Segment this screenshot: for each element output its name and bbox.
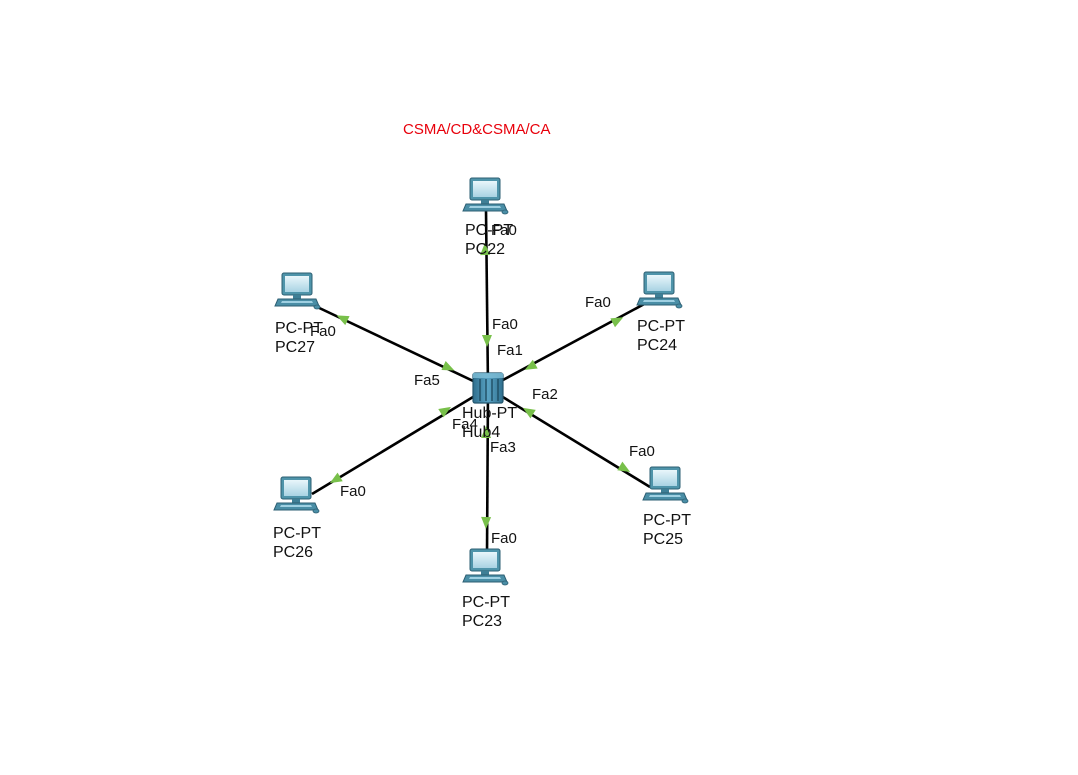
port-label-pc26: Fa0 xyxy=(340,483,366,500)
link-light-pc26-hub-end xyxy=(438,406,452,418)
link-light-pc22-hub-end xyxy=(481,334,492,347)
device-label-pc25: PC-PT PC25 xyxy=(643,511,691,549)
device-name: Hub4 xyxy=(462,424,501,441)
device-name: PC24 xyxy=(637,337,678,354)
pc-icon-pc24[interactable] xyxy=(636,271,683,309)
device-name: PC25 xyxy=(643,531,684,548)
link-pc24[interactable] xyxy=(487,300,649,390)
device-label-pc22: PC-PT PC22 xyxy=(465,221,513,259)
port-label-hub-pc25: Fa2 xyxy=(532,386,558,403)
link-light-pc25-pc-end xyxy=(617,461,631,473)
link-light-pc27-pc-end xyxy=(336,315,350,326)
device-label-pc23: PC-PT PC23 xyxy=(462,593,510,631)
link-light-pc24-pc-end xyxy=(610,317,624,328)
link-light-pc23-hub-end xyxy=(481,426,492,439)
link-pc23[interactable] xyxy=(485,387,490,556)
title-note: CSMA/CD&CSMA/CA xyxy=(403,121,551,138)
device-label-hub: Hub-PT Hub4 xyxy=(462,404,517,442)
link-pc22[interactable] xyxy=(484,209,490,389)
port-label-pc22: Fa0 xyxy=(491,222,517,239)
device-model: PC-PT xyxy=(643,512,691,529)
pc-icon-pc26[interactable] xyxy=(273,476,320,514)
link-light-pc22-pc-end xyxy=(480,243,491,256)
port-label-hub-pc22: Fa0 xyxy=(492,316,518,333)
device-model: PC-PT xyxy=(465,222,513,239)
device-model: PC-PT xyxy=(637,318,685,335)
device-name: PC22 xyxy=(465,241,506,258)
device-model: PC-PT xyxy=(275,320,323,337)
device-model: PC-PT xyxy=(462,594,510,611)
link-pc26[interactable] xyxy=(311,386,489,496)
pc-icon-pc23[interactable] xyxy=(462,548,509,586)
port-label-pc24: Fa0 xyxy=(585,294,611,311)
device-name: PC26 xyxy=(273,544,314,561)
device-label-pc24: PC-PT PC24 xyxy=(637,317,685,355)
port-label-hub-pc23: Fa3 xyxy=(490,439,516,456)
pc-icon-pc22[interactable] xyxy=(462,177,509,215)
link-light-pc25-hub-end xyxy=(522,407,536,419)
link-light-pc24-hub-end xyxy=(524,359,538,370)
link-light-layer xyxy=(329,243,631,529)
link-light-pc27-hub-end xyxy=(441,360,455,371)
port-label-pc27: Fa0 xyxy=(310,323,336,340)
device-name: PC23 xyxy=(462,613,503,630)
device-layer xyxy=(273,177,689,586)
device-model: PC-PT xyxy=(273,525,321,542)
port-label-hub-pc24: Fa1 xyxy=(497,342,523,359)
hub-icon[interactable] xyxy=(472,372,504,404)
port-label-hub-pc26: Fa4 xyxy=(452,416,478,433)
device-label-pc27: PC-PT PC27 xyxy=(275,319,323,357)
device-name: PC27 xyxy=(275,339,316,356)
device-model: Hub-PT xyxy=(462,405,518,422)
pc-icon-pc27[interactable] xyxy=(274,272,321,310)
port-label-hub-pc27: Fa5 xyxy=(414,372,440,389)
port-label-pc25: Fa0 xyxy=(629,443,655,460)
port-label-pc23: Fa0 xyxy=(491,530,517,547)
link-light-pc26-pc-end xyxy=(329,472,343,484)
pc-icon-pc25[interactable] xyxy=(642,466,689,504)
link-light-pc23-pc-end xyxy=(481,516,492,529)
device-label-pc26: PC-PT PC26 xyxy=(273,524,321,562)
